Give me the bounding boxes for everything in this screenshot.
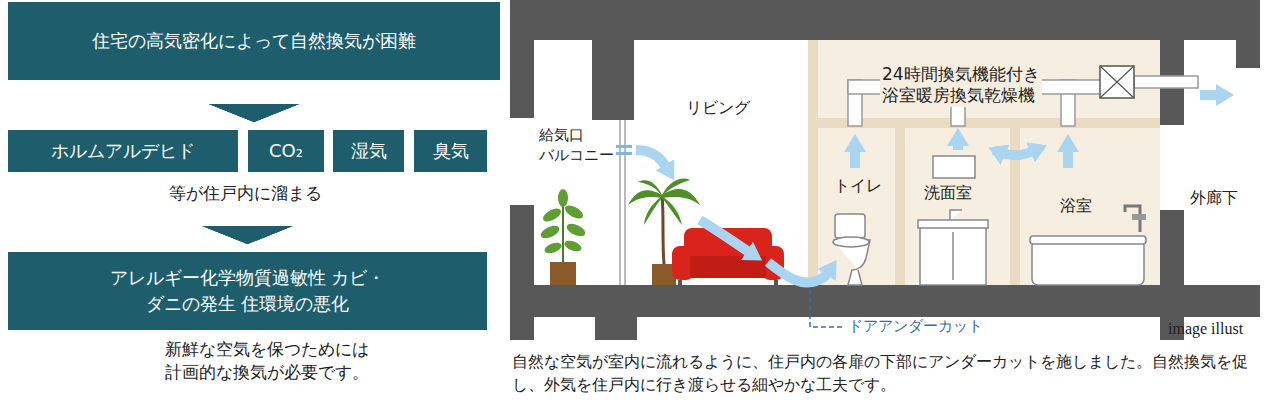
flow-arrow — [203, 226, 293, 244]
flow-note: 等が住戸内に溜まる — [0, 182, 490, 204]
room-label: 給気口 バルコニー — [537, 126, 616, 165]
box-text: 住宅の高気密化によって自然換気が困難 — [92, 28, 416, 54]
flow-arrow — [203, 226, 293, 244]
box-text: 臭気 — [433, 138, 469, 164]
box-text: 湿気 — [351, 138, 387, 164]
flow-arrow — [209, 104, 299, 122]
callout-label: ドアアンダーカット — [848, 317, 983, 337]
room-label: 洗面室 — [922, 183, 974, 204]
room-label: トイレ — [832, 176, 884, 197]
flow-arrow — [209, 104, 299, 122]
room-label: リビング — [686, 98, 750, 119]
flow-box: ホルムアルデヒド — [8, 130, 238, 172]
flow-arrow — [203, 226, 293, 244]
flow-box: アレルギー化学物質過敏性 カビ・ダニの発生 住環境の悪化 — [8, 252, 487, 330]
flow-box: 湿気 — [333, 130, 404, 172]
room-label: 外廊下 — [1190, 188, 1238, 209]
flow-box: 住宅の高気密化によって自然換気が困難 — [8, 2, 500, 80]
box-text: CO₂ — [269, 138, 303, 164]
box-text: アレルギー化学物質過敏性 カビ・ダニの発生 住環境の悪化 — [98, 265, 398, 317]
flow-arrow — [209, 104, 299, 122]
flow-box: 臭気 — [414, 130, 487, 172]
flow-arrow — [209, 104, 299, 122]
conclusion-note: 新鮮な空気を保つためには 計画的な換気が必要です。 — [165, 338, 369, 384]
equipment-label: 24時間換気機能付き 浴室暖房換気乾燥機 — [880, 64, 1042, 107]
flow-box: CO₂ — [248, 130, 324, 172]
box-text: ホルムアルデヒド — [51, 138, 195, 164]
flow-arrow — [203, 226, 293, 244]
watermark: image illust — [1168, 319, 1243, 340]
caption: 自然な空気が室内に流れるように、住戸内の各扉の下部にアンダーカットを施しました。… — [512, 350, 1270, 396]
room-label: 浴室 — [1058, 196, 1094, 217]
